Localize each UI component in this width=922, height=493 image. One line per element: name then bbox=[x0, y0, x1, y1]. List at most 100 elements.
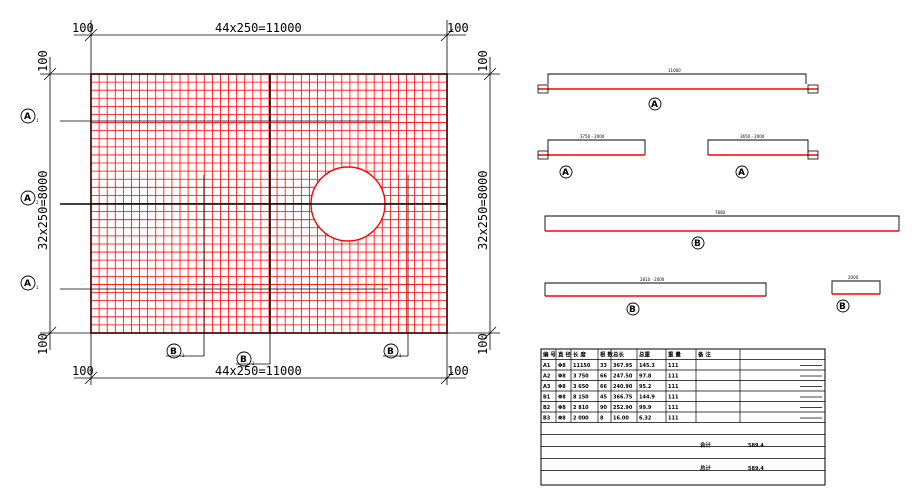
right-top-offset: 100 bbox=[476, 50, 490, 72]
table-cell: 11150 bbox=[573, 363, 591, 369]
table-cell: 247.50 bbox=[613, 374, 633, 380]
svg-text:A: A bbox=[562, 168, 569, 178]
svg-text:2810 - 2000: 2810 - 2000 bbox=[640, 277, 665, 282]
table-cell: Φ8 bbox=[558, 384, 566, 390]
table-cell: Φ8 bbox=[558, 416, 566, 422]
table-cell: B3 bbox=[543, 416, 551, 422]
table-header-cell: 总长 bbox=[613, 351, 625, 359]
bar-detail-a1: 11000 A bbox=[537, 68, 819, 111]
table-header-cell: 重 量 bbox=[668, 351, 681, 359]
table-cell: 8 150 bbox=[573, 395, 589, 401]
total-value-2: 589.4 bbox=[748, 466, 764, 472]
bar-detail-b3: 2000 B bbox=[831, 275, 881, 313]
bar-detail-b2: 2810 - 2000 B bbox=[544, 277, 767, 316]
table-cell: 16.00 bbox=[613, 416, 629, 422]
svg-text:2: 2 bbox=[36, 200, 39, 205]
table-cell: 111 bbox=[668, 363, 679, 369]
svg-text:11000: 11000 bbox=[668, 68, 681, 73]
table-cell: 111 bbox=[668, 374, 679, 380]
table-cell: 366.75 bbox=[613, 395, 633, 401]
table-cell: 111 bbox=[668, 405, 679, 411]
table-cell: A2 bbox=[543, 374, 551, 380]
table-cell: 111 bbox=[668, 395, 679, 401]
left-bottom-offset: 100 bbox=[36, 333, 50, 355]
marker-b1-right: B 1 bbox=[383, 343, 408, 359]
svg-text:A: A bbox=[738, 168, 745, 178]
left-dimension-text: 32x250=8000 bbox=[36, 171, 50, 250]
plan-view: 44x250=11000 100 100 44x250=11000 100 10… bbox=[20, 20, 500, 385]
table-cell: Φ8 bbox=[558, 395, 566, 401]
dimension-bottom bbox=[74, 333, 466, 385]
table-cell: 8 bbox=[600, 416, 604, 422]
svg-text:2: 2 bbox=[252, 361, 255, 366]
table-header-cell: 备 注 bbox=[697, 351, 711, 359]
svg-text:A: A bbox=[24, 112, 31, 122]
table-cell: 252.90 bbox=[613, 405, 633, 411]
table-header-cell: 编 号 bbox=[543, 351, 556, 359]
table-cell: 367.95 bbox=[613, 363, 633, 369]
table-header-cell: 直 径 bbox=[558, 351, 571, 359]
svg-text:1: 1 bbox=[182, 353, 185, 358]
top-right-offset: 100 bbox=[447, 21, 469, 35]
bar-detail-a3: 3650 - 2000 A bbox=[707, 134, 819, 179]
total-label-1: 合计 bbox=[700, 441, 712, 449]
svg-text:A: A bbox=[24, 279, 31, 289]
table-cell: 90 bbox=[600, 405, 607, 411]
bottom-dimension-text: 44x250=11000 bbox=[215, 364, 302, 378]
bottom-left-offset: 100 bbox=[72, 364, 94, 378]
top-left-offset: 100 bbox=[72, 21, 94, 35]
table-cell: 66 bbox=[600, 384, 607, 390]
svg-text:1: 1 bbox=[399, 353, 402, 358]
table-cell: 97.8 bbox=[639, 374, 652, 380]
bottom-right-offset: 100 bbox=[447, 364, 469, 378]
table-header-cell: 长 度 bbox=[573, 351, 586, 359]
svg-text:7880: 7880 bbox=[715, 210, 726, 215]
table-cell: 145.3 bbox=[639, 363, 655, 369]
table-cell: 33 bbox=[600, 363, 607, 369]
svg-text:B: B bbox=[629, 305, 636, 315]
right-dimension-text: 32x250=8000 bbox=[476, 171, 490, 250]
table-cell: 3 650 bbox=[573, 384, 589, 390]
svg-text:3650 - 2000: 3650 - 2000 bbox=[740, 134, 765, 139]
table-cell: 66 bbox=[600, 374, 607, 380]
table-cell: 3 750 bbox=[573, 374, 589, 380]
table-cell: B2 bbox=[543, 405, 551, 411]
left-top-offset: 100 bbox=[36, 50, 50, 72]
bar-detail-b1: 7880 B bbox=[544, 210, 900, 250]
marker-a1-top: A 1 bbox=[20, 108, 39, 124]
svg-text:B: B bbox=[387, 347, 394, 357]
table-header-cell: 总重 bbox=[639, 351, 651, 359]
total-label-2: 总计 bbox=[700, 464, 712, 472]
table-cell: 95.2 bbox=[639, 384, 652, 390]
bar-detail-a2: 3750 - 2000 A bbox=[537, 134, 646, 179]
top-dimension-text: 44x250=11000 bbox=[215, 21, 302, 35]
dimension-right bbox=[447, 57, 500, 350]
total-value-1: 589.4 bbox=[748, 443, 764, 449]
marker-b1-left: B 1 bbox=[166, 343, 204, 359]
table-cell: 2 000 bbox=[573, 416, 589, 422]
table-cell: Φ8 bbox=[558, 374, 566, 380]
table-cell: B1 bbox=[543, 395, 551, 401]
table-cell: 240.90 bbox=[613, 384, 633, 390]
table-cell: 6.32 bbox=[639, 416, 652, 422]
table-header-cell: 根 数 bbox=[600, 351, 613, 359]
svg-text:B: B bbox=[839, 302, 846, 312]
svg-text:B: B bbox=[694, 239, 701, 249]
svg-text:A: A bbox=[651, 100, 658, 110]
svg-text:A: A bbox=[24, 194, 31, 204]
svg-text:2000: 2000 bbox=[848, 275, 859, 280]
right-bottom-offset: 100 bbox=[476, 333, 490, 355]
table-cell: Φ8 bbox=[558, 363, 566, 369]
table-cell: 45 bbox=[600, 395, 607, 401]
svg-text:3750 - 2000: 3750 - 2000 bbox=[580, 134, 605, 139]
table-cell: A1 bbox=[543, 363, 551, 369]
marker-a2-mid: A 2 bbox=[20, 190, 39, 206]
table-cell: 111 bbox=[668, 416, 679, 422]
table-cell: Φ8 bbox=[558, 405, 566, 411]
table-cell: 144.9 bbox=[639, 395, 655, 401]
marker-a1-bottom: A 1 bbox=[20, 275, 39, 291]
dimension-top bbox=[74, 20, 466, 74]
svg-text:B: B bbox=[240, 355, 247, 365]
